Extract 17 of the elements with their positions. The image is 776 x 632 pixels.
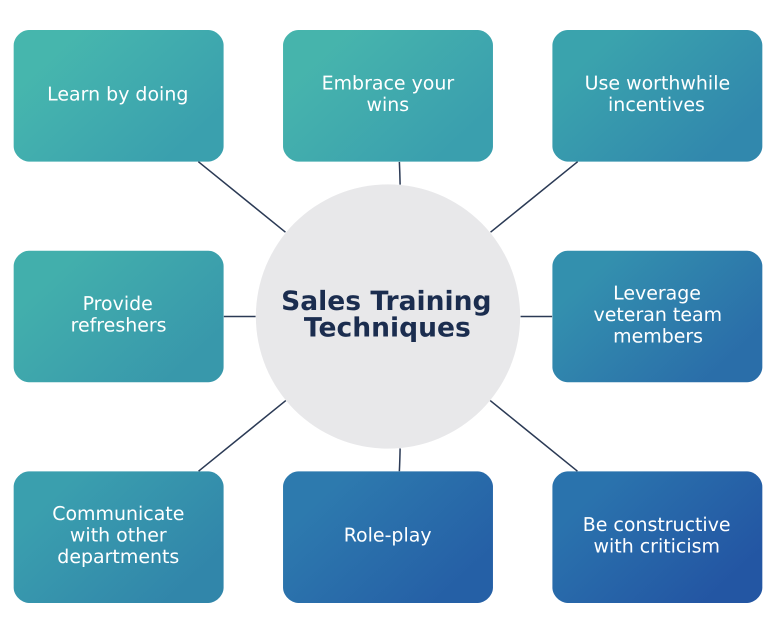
- connector: [398, 161, 401, 184]
- node-box: Role-play: [283, 470, 493, 602]
- connector: [520, 315, 552, 317]
- connector: [398, 448, 401, 471]
- connector: [224, 315, 256, 317]
- connector: [490, 160, 578, 232]
- node-box: Communicate with other departments: [14, 470, 224, 602]
- node-box: Be constructive with criticism: [552, 470, 762, 602]
- connector: [198, 399, 286, 472]
- node-box: Learn by doing: [14, 30, 224, 162]
- node-box: Embrace your wins: [283, 30, 493, 162]
- node-circle: Sales Training Techniques: [256, 184, 520, 448]
- node-box: Leverage veteran team members: [552, 250, 762, 382]
- connector: [490, 399, 578, 472]
- connector: [198, 160, 286, 232]
- node-box: Provide refreshers: [14, 250, 224, 382]
- node-box: Use worthwhile incentives: [552, 30, 762, 162]
